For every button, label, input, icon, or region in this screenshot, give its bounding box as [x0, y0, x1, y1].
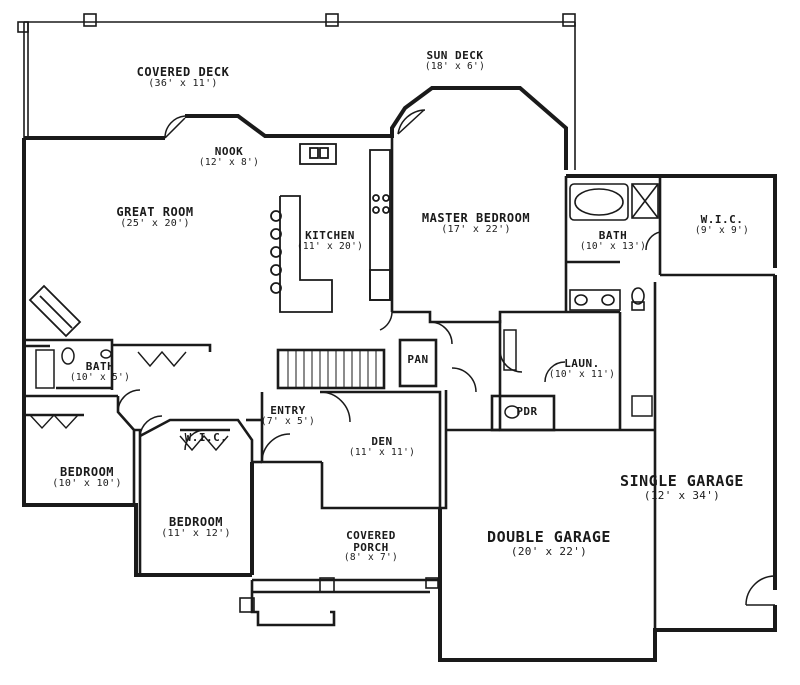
room-dims: (10' x 11')	[548, 368, 616, 380]
room-dims: (36' x 11')	[148, 77, 218, 89]
room-name: BATH	[598, 229, 628, 242]
room-label-kitchen: KITCHEN (11' x 20')	[297, 230, 363, 252]
room-label-master-bedroom: MASTER BEDROOM (17' x 22')	[422, 212, 530, 235]
room-name: COVERED DECK	[136, 65, 230, 79]
room-label-great-room: GREAT ROOM (25' x 20')	[116, 206, 193, 229]
porch-posts	[239, 577, 439, 613]
room-label-sun-deck: SUN DECK (18' x 6')	[425, 50, 485, 72]
room-name: LAUN.	[564, 357, 600, 370]
room-label-nook: NOOK (12' x 8')	[199, 146, 259, 168]
room-dims: (20' x 22')	[510, 544, 588, 558]
room-label-master-wic: W.I.C. (9' x 9')	[695, 214, 749, 236]
room-dims: (12' x 8')	[198, 156, 260, 168]
room-label-den: DEN (11' x 11')	[349, 436, 415, 458]
room-label-bedroom-2: BEDROOM (11' x 12')	[161, 516, 231, 539]
room-name: BEDROOM	[59, 465, 115, 479]
room-name: PDR	[516, 405, 538, 418]
covered-deck-outline	[23, 21, 576, 170]
room-name: MASTER BEDROOM	[421, 211, 531, 225]
interior-walls	[24, 136, 775, 630]
room-dims: (11' x 20')	[296, 240, 364, 252]
room-name: NOOK	[214, 145, 244, 158]
room-dims: (12' x 34')	[643, 488, 721, 502]
room-name: DEN	[371, 435, 393, 448]
room-name: W.I.C.	[184, 431, 228, 444]
room-dims: (17' x 22')	[441, 223, 511, 235]
room-label-pantry: PAN	[407, 354, 428, 366]
room-label-hall-bath: BATH (10' x 5')	[70, 361, 130, 383]
laundry-fixtures	[503, 329, 653, 419]
exterior-walls	[22, 86, 777, 662]
room-name: ENTRY	[270, 404, 306, 417]
stairs	[287, 350, 377, 388]
room-name: COVERED PORCH	[346, 529, 396, 554]
room-name: SINGLE GARAGE	[620, 472, 744, 490]
room-name: W.I.C.	[700, 213, 744, 226]
room-dims: (9' x 9')	[694, 224, 750, 236]
room-dims: (11' x 11')	[348, 446, 416, 458]
kitchen-fixtures	[270, 143, 391, 313]
room-label-entry: ENTRY (7' x 5')	[261, 405, 315, 427]
room-label-bedroom-1: BEDROOM (10' x 10')	[52, 466, 122, 489]
room-label-double-garage: DOUBLE GARAGE (20' x 22')	[487, 528, 611, 558]
door-swings	[117, 109, 776, 606]
room-name: BATH	[85, 360, 115, 373]
room-name: DOUBLE GARAGE	[487, 528, 611, 546]
room-name: PAN	[407, 353, 429, 366]
room-name: SUN DECK	[426, 49, 484, 62]
room-label-powder: PDR	[516, 406, 537, 418]
room-name: BEDROOM	[168, 515, 224, 529]
fireplace	[28, 284, 82, 338]
room-dims: (8' x 7')	[343, 552, 399, 564]
master-bath-fixtures	[569, 183, 659, 311]
hall-bath-fixtures	[35, 347, 112, 389]
room-name: KITCHEN	[305, 229, 355, 242]
room-label-covered-porch: COVERED PORCH (8' x 7')	[331, 530, 411, 563]
room-dims: (25' x 20')	[120, 217, 190, 229]
room-dims: (11' x 12')	[161, 527, 231, 539]
room-label-laundry: LAUN. (10' x 11')	[549, 358, 615, 380]
room-dims: (10' x 10')	[52, 477, 122, 489]
room-dims: (18' x 6')	[424, 60, 486, 72]
closet-doors	[29, 350, 229, 452]
room-dims: (10' x 5')	[69, 371, 131, 383]
room-dims: (10' x 13')	[579, 240, 647, 252]
room-label-single-garage: SINGLE GARAGE (12' x 34')	[620, 472, 744, 502]
room-dims: (7' x 5')	[260, 415, 316, 427]
room-label-covered-deck: COVERED DECK (36' x 11')	[137, 66, 230, 89]
deck-posts	[17, 13, 576, 33]
room-label-bedroom-wic: W.I.C.	[185, 432, 228, 444]
room-label-master-bath: BATH (10' x 13')	[580, 230, 646, 252]
room-name: GREAT ROOM	[116, 205, 194, 219]
